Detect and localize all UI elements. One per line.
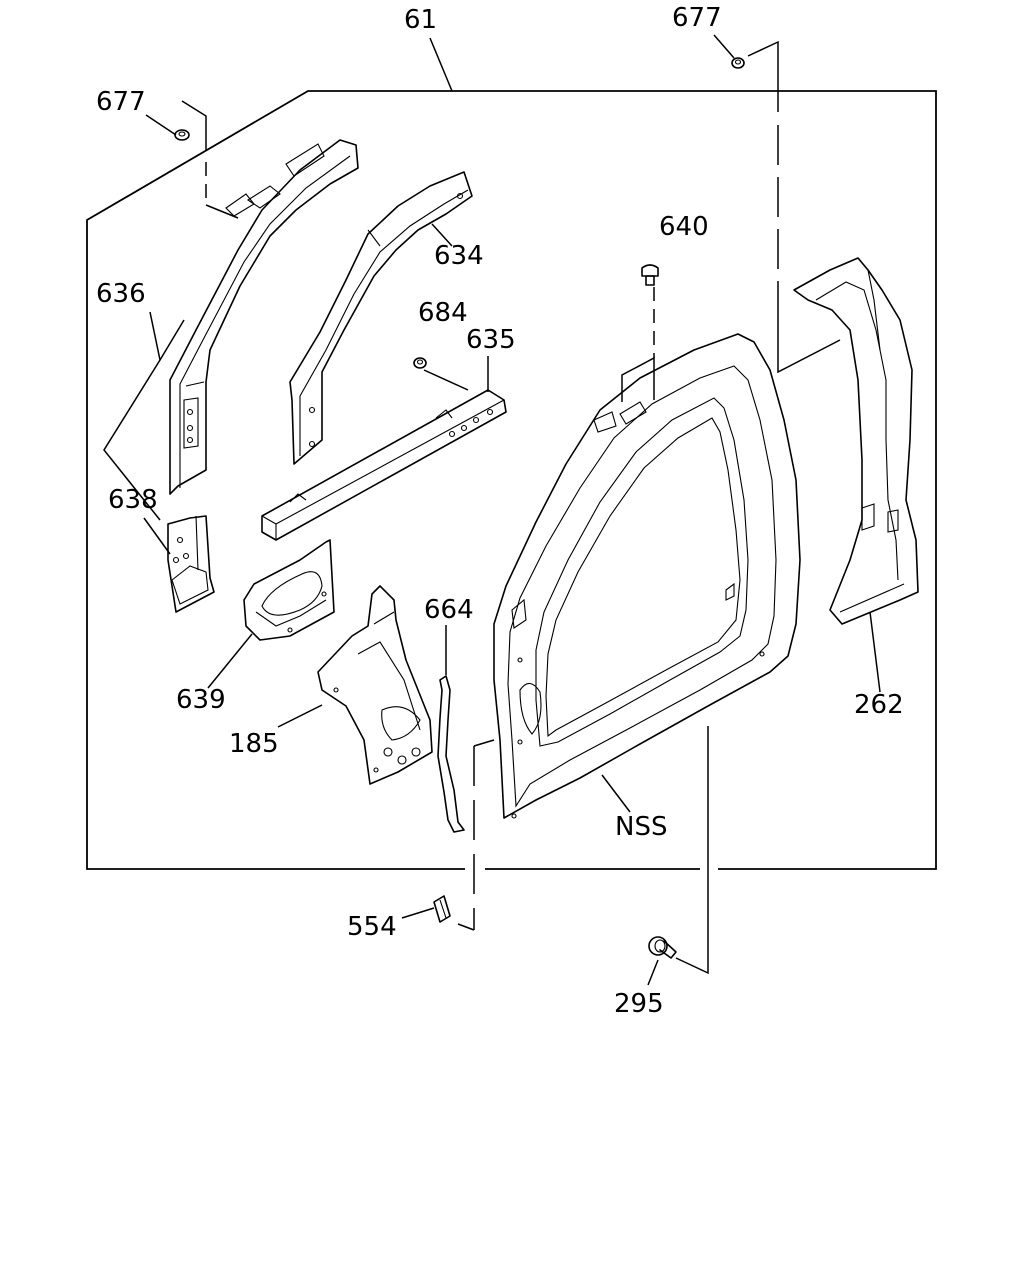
label-677-left: 677 [96, 87, 146, 117]
wire-664 [437, 675, 465, 833]
label-664: 664 [424, 595, 474, 625]
label-61: 61 [404, 5, 437, 35]
hinge-bracket-638 [167, 515, 215, 613]
clip-554-icon [433, 895, 451, 923]
side-body-outer-nss [493, 333, 801, 819]
label-638: 638 [108, 485, 158, 515]
leader-lines [103, 34, 881, 986]
label-554: 554 [347, 912, 397, 942]
label-636: 636 [96, 279, 146, 309]
assembly-frame [86, 90, 937, 870]
label-639: 639 [176, 685, 226, 715]
label-295: 295 [614, 989, 664, 1019]
pillar-extension-185 [317, 585, 433, 785]
front-pillar-rail-634 [289, 171, 473, 465]
center-pillar-262 [793, 257, 919, 625]
side-sill-635 [261, 389, 507, 541]
label-640: 640 [659, 212, 709, 242]
label-634: 634 [434, 241, 484, 271]
label-635: 635 [466, 325, 516, 355]
label-677-right: 677 [672, 3, 722, 33]
screw-640-icon [641, 264, 659, 286]
clip-677-left-icon [174, 129, 190, 141]
bolt-295-icon [648, 936, 677, 959]
label-185: 185 [229, 729, 279, 759]
label-nss: NSS [615, 812, 667, 842]
cowl-side-639 [243, 539, 335, 641]
front-pillar-inner-636 [169, 139, 359, 495]
clip-677-right-icon [731, 57, 745, 69]
label-262: 262 [854, 690, 904, 720]
clip-684-icon [413, 357, 427, 369]
label-684: 684 [418, 298, 468, 328]
